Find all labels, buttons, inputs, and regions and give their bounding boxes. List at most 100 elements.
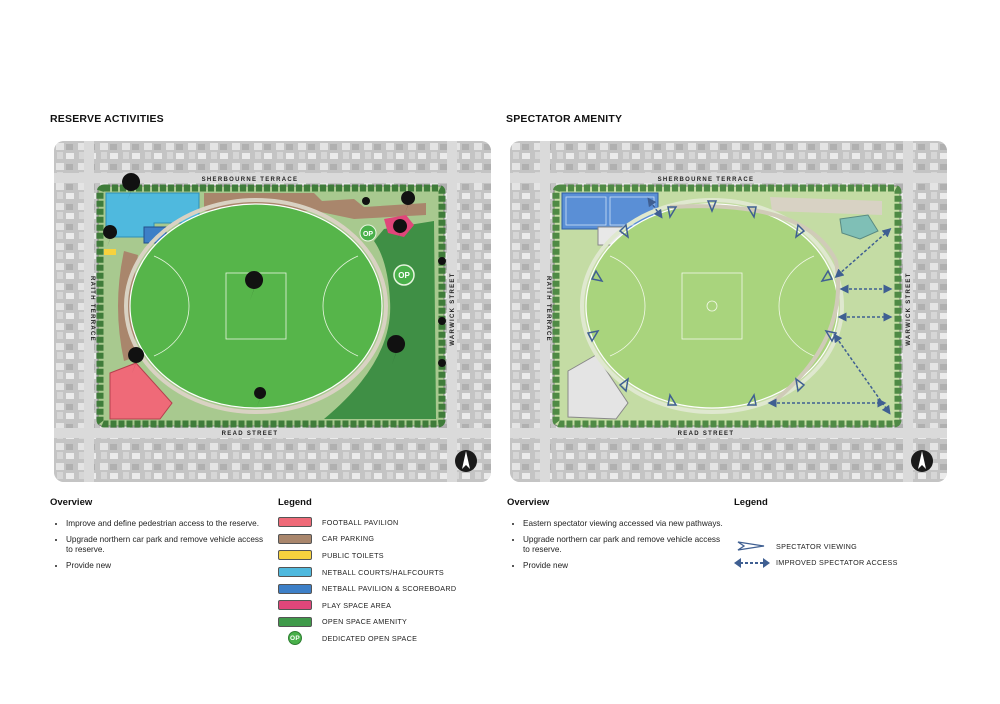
netball-marker-icon: [122, 173, 141, 201]
street-label-west: RAITH TERRACE: [89, 276, 95, 342]
street-label-north: SHERBOURNE TERRACE: [658, 177, 755, 183]
left-overview-list: Improve and define pedestrian access to …: [52, 519, 271, 576]
street-label-east: WARWICK STREET: [906, 272, 912, 345]
east-arc: [322, 255, 359, 357]
left-overview-title: Overview: [50, 497, 93, 508]
reserve-activities-title: RESERVE ACTIVITIES: [50, 113, 164, 125]
left-legend-title: Legend: [278, 497, 312, 508]
street-label-north: SHERBOURNE TERRACE: [202, 177, 299, 183]
warwick-road: [903, 141, 913, 482]
spectator-amenity-title: SPECTATOR AMENITY: [506, 113, 623, 125]
legend-label: OPEN SPACE AMENITY: [322, 617, 408, 627]
legend-label: PUBLIC TOILETS: [322, 550, 384, 560]
legend-netball-courts: NETBALL COURTS/HALFCOURTS: [278, 564, 456, 581]
left-overview-item: Improve and define pedestrian access to …: [66, 519, 271, 530]
football-pavilion-swatch: [278, 517, 312, 528]
north-arrow-icon: [455, 450, 477, 472]
reserve-activities-map-svg: OP OP SHERBOURNE TERRACE READ STREET RAI…: [54, 141, 491, 482]
legend-improved-access: IMPROVED SPECTATOR ACCESS: [734, 555, 898, 572]
legend-label: IMPROVED SPECTATOR ACCESS: [776, 558, 898, 568]
legend-label: FOOTBALL PAVILION: [322, 517, 399, 527]
legend-football-pavilion: FOOTBALL PAVILION: [278, 514, 456, 531]
football-oval: [129, 203, 383, 409]
raith-road: [84, 141, 94, 482]
dining-marker-icon: [128, 347, 145, 373]
fitness-marker-1-icon: [438, 257, 446, 265]
car-parking-swatch: [278, 533, 312, 544]
op-badge-2-label: OP: [398, 271, 410, 280]
toilet-marker-icon: [103, 225, 118, 247]
north-arrow-icon: [911, 450, 933, 472]
public-toilets-west: [104, 249, 116, 255]
fitness-marker-2-icon: [438, 317, 446, 325]
street-label-south: READ STREET: [678, 431, 735, 437]
read-road: [54, 428, 491, 438]
op-badge-1-label: OP: [363, 231, 373, 238]
right-overview-list: Eastern spectator viewing accessed via n…: [509, 519, 728, 576]
running-marker-icon: [387, 335, 406, 364]
left-overview-item: Provide new: [66, 561, 271, 572]
netball-pavilion-swatch: [278, 583, 312, 594]
public-toilets-swatch: [278, 550, 312, 561]
east-arc: [778, 255, 815, 357]
legend-label: CAR PARKING: [322, 534, 375, 544]
legend-label: SPECTATOR VIEWING: [776, 541, 857, 551]
right-overview-item: Provide new: [523, 561, 728, 572]
play-marker-icon: [393, 219, 408, 241]
legend-dedicated-open-space: OP DEDICATED OPEN SPACE: [278, 630, 456, 647]
raith-road: [540, 141, 550, 482]
legend-public-toilets: PUBLIC TOILETS: [278, 547, 456, 564]
sherbourne-road: [510, 173, 947, 183]
legend-netball-pavilion: NETBALL PAVILION & SCOREBOARD: [278, 580, 456, 597]
netball-courts-swatch: [278, 567, 312, 578]
right-legend-title: Legend: [734, 497, 768, 508]
improved-spectator-access-arrows: [647, 197, 893, 415]
left-legend: FOOTBALL PAVILION CAR PARKING PUBLIC TOI…: [278, 514, 456, 647]
bbq-marker-icon: [362, 197, 370, 205]
court-1-lines: [565, 196, 607, 226]
op-badge-2: [393, 264, 415, 286]
read-road: [510, 428, 947, 438]
double-arrow-icon: [734, 557, 770, 568]
sherbourne-road: [54, 173, 491, 183]
left-overview-item: Upgrade northern car park and remove veh…: [66, 535, 271, 556]
tree-border: [552, 184, 902, 428]
right-overview-item: Upgrade northern car park and remove veh…: [523, 535, 728, 556]
op-badge-1: [359, 224, 377, 242]
centre-square: [681, 272, 743, 340]
centre-circle: [706, 300, 718, 312]
activity-markers: [103, 173, 446, 406]
legend-play-space: PLAY SPACE AREA: [278, 597, 456, 614]
west-arc: [153, 255, 190, 357]
football-marker-icon: [245, 271, 264, 300]
legend-label: NETBALL COURTS/HALFCOURTS: [322, 567, 444, 577]
open-space-swatch: [278, 616, 312, 627]
toilet-marker-2-icon: [401, 191, 416, 213]
street-label-west: RAITH TERRACE: [545, 276, 551, 342]
reserve-activities-map: OP OP SHERBOURNE TERRACE READ STREET RAI…: [54, 141, 491, 482]
tree-border: [96, 184, 446, 428]
play-space-swatch: [278, 600, 312, 611]
right-overview-title: Overview: [507, 497, 550, 508]
legend-label: PLAY SPACE AREA: [322, 600, 392, 610]
football-pavilion: [109, 362, 173, 420]
op-circle-icon: OP: [288, 631, 302, 646]
legend-open-space: OPEN SPACE AMENITY: [278, 614, 456, 631]
fitness-marker-3-icon: [438, 359, 446, 367]
spectator-amenity-map: SHERBOURNE TERRACE READ STREET RAITH TER…: [510, 141, 947, 482]
street-label-south: READ STREET: [222, 431, 279, 437]
legend-label: DEDICATED OPEN SPACE: [322, 633, 418, 643]
spectator-viewing-arrow-icon: [737, 541, 765, 551]
right-legend: SPECTATOR VIEWING IMPROVED SPECTATOR ACC…: [734, 538, 898, 571]
walking-marker-icon: [254, 387, 267, 406]
street-label-east: WARWICK STREET: [450, 272, 456, 345]
legend-spectator-viewing: SPECTATOR VIEWING: [734, 538, 898, 555]
oval-path: [580, 198, 844, 414]
oval-path: [124, 198, 388, 414]
warwick-road: [447, 141, 457, 482]
right-overview-item: Eastern spectator viewing accessed via n…: [523, 519, 728, 530]
football-pavilion: [567, 354, 629, 420]
spectator-viewing-arrows: [586, 200, 838, 406]
car-parking-north: [770, 197, 882, 215]
legend-label: NETBALL PAVILION & SCOREBOARD: [322, 584, 457, 594]
